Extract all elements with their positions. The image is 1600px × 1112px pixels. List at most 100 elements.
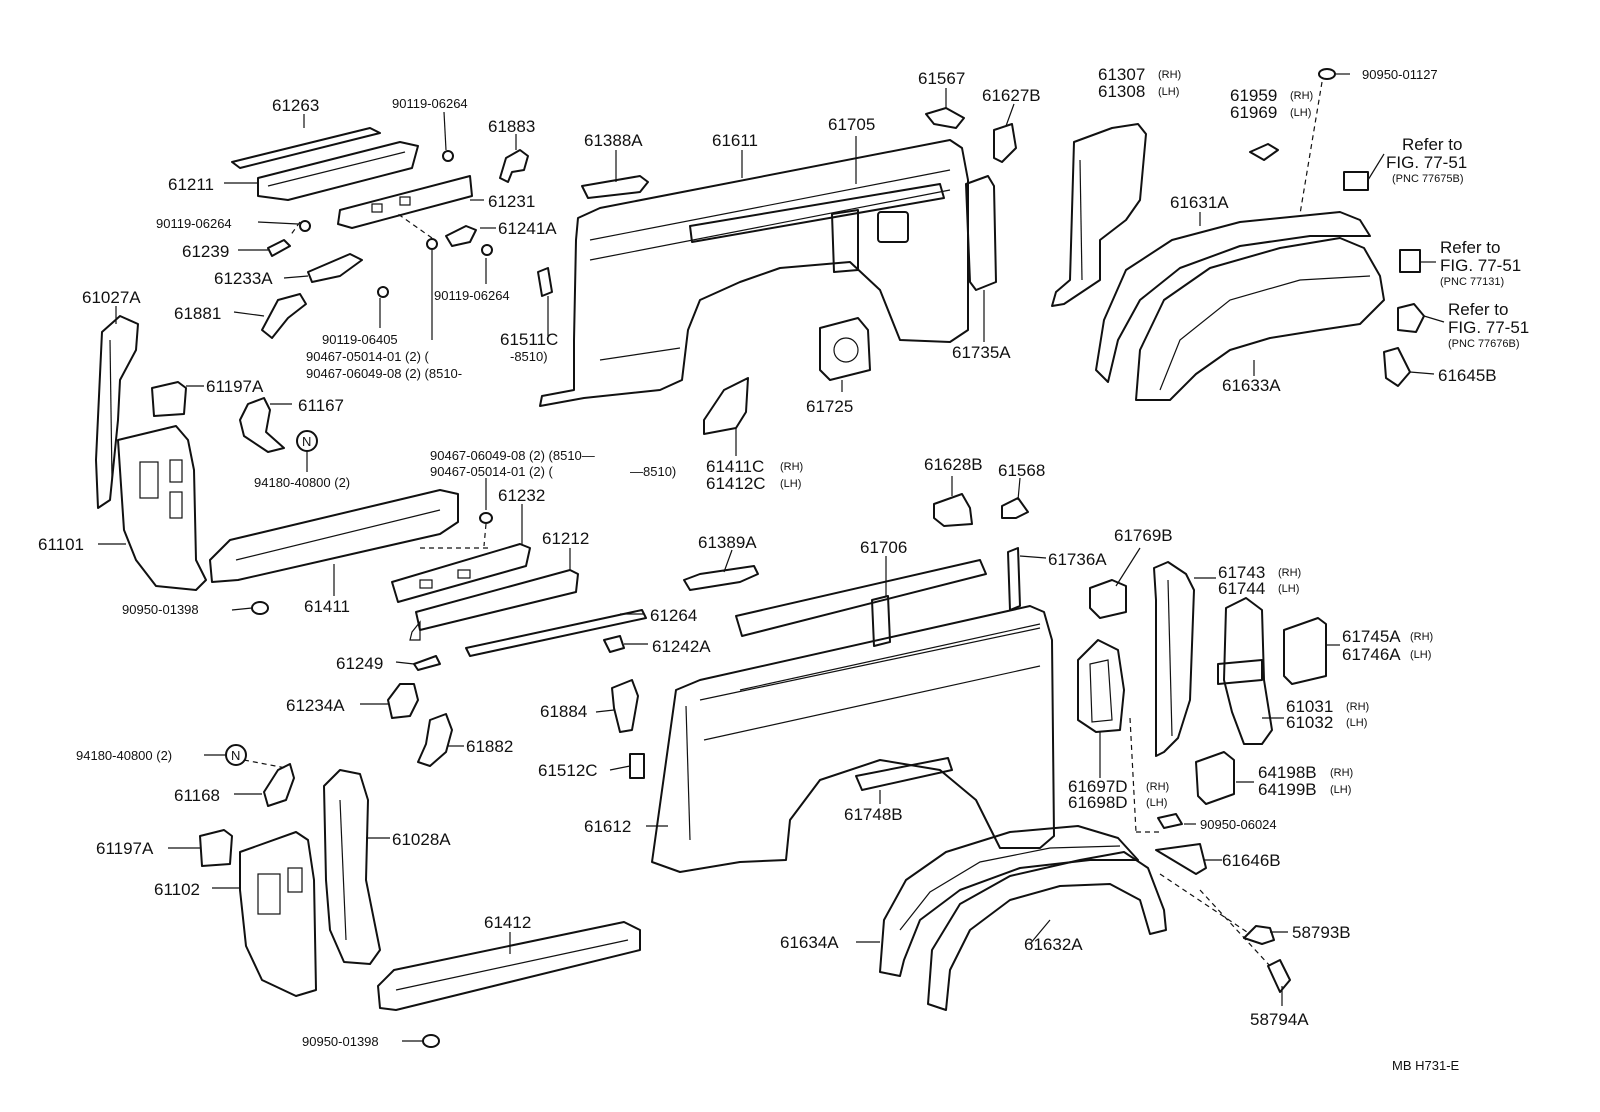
label-61032-lh: (LH): [1346, 717, 1367, 729]
label-61628b: 61628B: [924, 455, 983, 474]
part-61769b: [1089, 579, 1127, 619]
part-61881: [261, 293, 307, 339]
label-61211: 61211: [168, 175, 214, 194]
part-61697d: [1077, 639, 1125, 733]
label-refer-to-3: Refer to: [1448, 300, 1508, 319]
label-61736a: 61736A: [1048, 550, 1107, 569]
part-61388a: [581, 175, 649, 199]
part-61028a: [323, 769, 381, 965]
label-61697d-rh: (RH): [1146, 781, 1169, 793]
label-61631a: 61631A: [1170, 193, 1229, 212]
part-61511c: [537, 267, 553, 297]
label-fig-2: FIG. 77-51: [1440, 256, 1521, 275]
label-61882: 61882: [466, 737, 513, 756]
label-61769b: 61769B: [1114, 526, 1173, 545]
label-61725: 61725: [806, 397, 853, 416]
bracket-77675b: [1343, 171, 1369, 191]
label-94180-40800-bot: 94180-40800 (2): [76, 748, 172, 763]
label-90467-05014-01-mid: 90467-05014-01 (2) (: [430, 464, 554, 479]
label-64199b-lh: (LH): [1330, 784, 1351, 796]
part-61568: [1001, 497, 1029, 519]
label-61748b: 61748B: [844, 805, 903, 824]
part-61627b: [993, 123, 1017, 163]
part-61735a: [965, 175, 997, 291]
part-61645b: [1383, 347, 1411, 387]
label-61745a: 61745A: [1342, 627, 1401, 646]
part-61745a: [1283, 617, 1327, 685]
label-61969: 61969: [1230, 103, 1277, 122]
label-61959-rh: (RH): [1290, 90, 1313, 102]
label-64198b-rh: (RH): [1330, 767, 1353, 779]
label-61308: 61308: [1098, 82, 1145, 101]
part-61748b: [855, 757, 953, 791]
label-61884: 61884: [540, 702, 587, 721]
label-94180-40800-top: 94180-40800 (2): [254, 475, 350, 490]
part-61231: [337, 175, 473, 229]
part-61264: [465, 609, 647, 657]
part-61631a: [1095, 211, 1371, 383]
label-61307-rh: (RH): [1158, 69, 1181, 81]
part-labels: 61263 90119-06264 61883 61211 61231 9011…: [38, 65, 1529, 1073]
part-61249: [413, 655, 441, 671]
label-61231: 61231: [488, 192, 535, 211]
part-61612: [651, 605, 1055, 873]
label-61241a: 61241A: [498, 219, 557, 238]
label-61412c-lh: (LH): [780, 478, 801, 490]
part-61743: [1153, 561, 1195, 757]
part-61212: [415, 569, 579, 631]
label-n-bottom: N: [231, 748, 240, 763]
label-61567: 61567: [918, 69, 965, 88]
part-61705: [689, 183, 945, 243]
part-58793b: [1243, 925, 1275, 945]
label-61743-rh: (RH): [1278, 567, 1301, 579]
label-90467-05014-01-top: 90467-05014-01 (2) (: [306, 349, 430, 364]
label-61233a: 61233A: [214, 269, 273, 288]
label-61634a: 61634A: [780, 933, 839, 952]
part-61389a: [683, 565, 759, 591]
part-61884: [611, 679, 639, 733]
label-61411c: 61411C: [706, 457, 764, 476]
label-61746a: 61746A: [1342, 645, 1401, 664]
part-61263: [231, 127, 381, 169]
part-61101: [117, 425, 207, 591]
label-61632a: 61632A: [1024, 935, 1083, 954]
part-61725: [819, 317, 871, 381]
part-61736a: [1007, 547, 1021, 611]
label-61735a: 61735A: [952, 343, 1011, 362]
label-61388a: 61388A: [584, 131, 643, 150]
label-61031-rh: (RH): [1346, 701, 1369, 713]
plug-90950-06024: [1157, 813, 1183, 829]
bolt-90119-06264-top: [442, 150, 454, 162]
part-61102: [239, 831, 317, 997]
label-61101: 61101: [38, 535, 84, 554]
part-61411: [209, 489, 459, 583]
label-61412c: 61412C: [706, 474, 766, 493]
label-90950-06024: 90950-06024: [1200, 817, 1277, 832]
label-90950-01127: 90950-01127: [1362, 67, 1438, 82]
label-61197a-bottom: 61197A: [96, 839, 154, 858]
label-61512c: 61512C: [538, 761, 598, 780]
part-61632a: [927, 851, 1167, 1011]
label-90950-01398-a: 90950-01398: [122, 602, 199, 617]
label-pnc-77131: (PNC 77131): [1440, 276, 1504, 288]
label-61263: 61263: [272, 96, 319, 115]
part-61239: [267, 239, 291, 257]
label-58793b: 58793B: [1292, 923, 1351, 942]
label-fig-1: FIG. 77-51: [1386, 153, 1467, 172]
bracket-77676b: [1397, 303, 1425, 333]
label-fig-3: FIG. 77-51: [1448, 318, 1529, 337]
label-61705: 61705: [828, 115, 875, 134]
label-61611: 61611: [712, 131, 758, 150]
part-61233a: [307, 253, 363, 283]
label-8510-mid: —8510): [630, 464, 676, 479]
part-61512c: [629, 753, 645, 779]
label-61743: 61743: [1218, 563, 1265, 582]
label-61411c-rh: (RH): [780, 461, 803, 473]
plug-90950-01398-top: [251, 601, 269, 615]
label-61028a: 61028A: [392, 830, 451, 849]
label-61697d: 61697D: [1068, 777, 1128, 796]
label-64199b: 64199B: [1258, 780, 1317, 799]
label-61744-lh: (LH): [1278, 583, 1299, 595]
part-61883: [499, 149, 529, 183]
